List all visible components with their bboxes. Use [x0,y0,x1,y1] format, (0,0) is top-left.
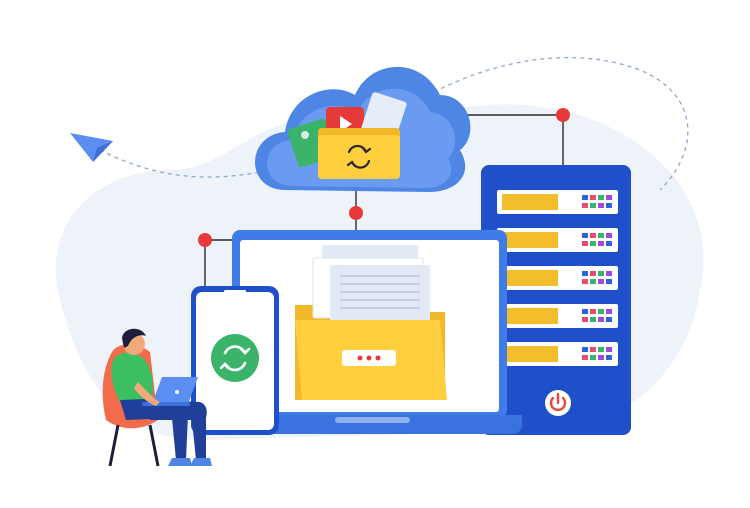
server-led [582,347,588,352]
server-led [590,195,596,200]
server-led [598,309,604,314]
server-led [606,271,612,276]
server-led [598,347,604,352]
server-led [606,233,612,238]
server-led [598,271,604,276]
server-led [582,241,588,246]
server-slot-bar [502,270,558,286]
server-led [606,241,612,246]
server-led [606,355,612,360]
dashed-route-right [419,56,689,191]
server-led [606,203,612,208]
server-led [598,317,604,322]
server-led [606,279,612,284]
server-led [582,195,588,200]
server-slot [497,228,618,252]
server-led [598,241,604,246]
server-led [598,233,604,238]
server-led [582,271,588,276]
connector-dot-server [556,108,570,122]
server-led [590,347,596,352]
connector-dot-phone [198,233,212,247]
cloud-files [287,92,407,179]
server-led [590,271,596,276]
server-led [590,203,596,208]
sync-icon [346,144,372,169]
server-slot [497,304,618,328]
server-slot-bar [502,232,558,248]
server-led [582,355,588,360]
paper-stack [312,245,430,325]
server-led [590,233,596,238]
laptop-base [222,415,522,434]
server-slot [497,190,618,214]
sync-icon [219,345,251,372]
server-slot-bar [502,308,558,324]
server-led [582,203,588,208]
dashed-route-left [99,149,271,178]
server-led [582,309,588,314]
connector-dot-cloud [349,206,363,220]
power-icon [549,392,567,412]
server-led [598,355,604,360]
server-led [582,233,588,238]
server-led [590,279,596,284]
phone [191,286,279,435]
server-rack [481,165,631,435]
server-slot [497,342,618,366]
server-led [598,195,604,200]
server-led [590,309,596,314]
server-led [590,355,596,360]
server-slot-bar [502,346,558,362]
sync-badge[interactable] [211,334,259,382]
folder-icon [295,245,447,400]
server-led [590,241,596,246]
server-led [606,195,612,200]
server-led [590,317,596,322]
server-led [606,347,612,352]
paper-plane-icon [70,133,113,162]
person-with-laptop [102,328,212,467]
server-led [598,203,604,208]
server-led [606,309,612,314]
server-slot-bar [502,194,558,210]
server-slot [497,266,618,290]
server-led [582,279,588,284]
server-led [598,279,604,284]
server-led [582,317,588,322]
server-led [606,317,612,322]
